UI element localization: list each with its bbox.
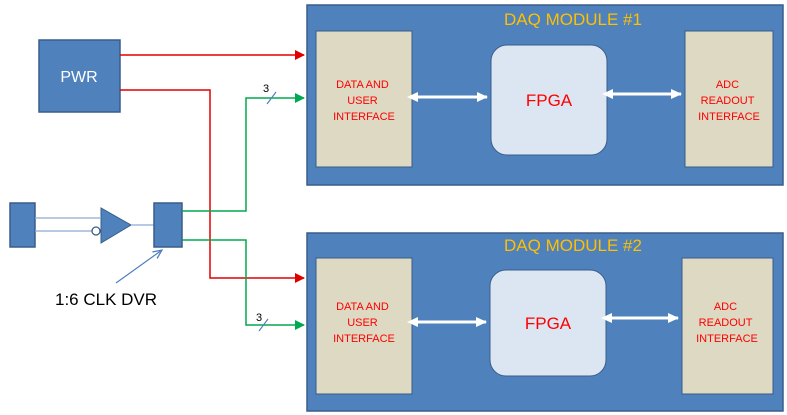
daq-module-2: DAQ MODULE #2 DATA AND USER INTERFACE FP… [306,232,784,412]
module-2-fpga-block [489,269,607,377]
clock-buffer [91,207,132,244]
module-2-adc-readout-interface-block [681,257,774,395]
module-1-fpga-label: FPGA [526,91,573,110]
power-supply-label: PWR [60,69,97,86]
buffer-triangle-icon [100,207,132,244]
clock-source-block [9,202,36,248]
power-line-to-module-2 [120,89,305,283]
power-supply-block [38,39,121,113]
daq-module-1: DAQ MODULE #1 DATA AND USER INTERFACE FP… [306,4,784,186]
clock-driver-block [153,202,183,248]
module-2-right-block-label: ADC READOUT INTERFACE [696,301,758,345]
clock-line-to-module-1 [182,93,305,212]
bus-width-label-2: 3 [256,312,262,324]
module-1-left-block-label: DATA AND USER INTERFACE [333,79,395,123]
bus-width-label-1: 3 [263,83,269,95]
module-1-title: DAQ MODULE #1 [504,10,642,29]
module-2-title: DAQ MODULE #2 [504,236,642,255]
module-2-data-user-interface-block [315,257,413,395]
inverter-bubble-icon [91,226,101,236]
bus-width-slash-2 [258,318,269,332]
power-supply: PWR [38,39,121,113]
clock-driver-label: 1:6 CLK DVR [55,290,157,309]
module-2-fpga-label: FPGA [525,314,572,333]
module-1-adc-readout-interface-block [684,30,774,168]
module-2-left-block-label: DATA AND USER INTERFACE [333,301,395,345]
module-1-data-user-interface-block [315,30,413,168]
module-1-right-block-label: ADC READOUT INTERFACE [698,79,760,123]
bus-width-slash-1 [266,91,277,105]
clock-line-to-module-2 [182,239,305,330]
clock-driver-callout-pointer [115,250,162,284]
module-1-fpga-block [490,44,608,156]
